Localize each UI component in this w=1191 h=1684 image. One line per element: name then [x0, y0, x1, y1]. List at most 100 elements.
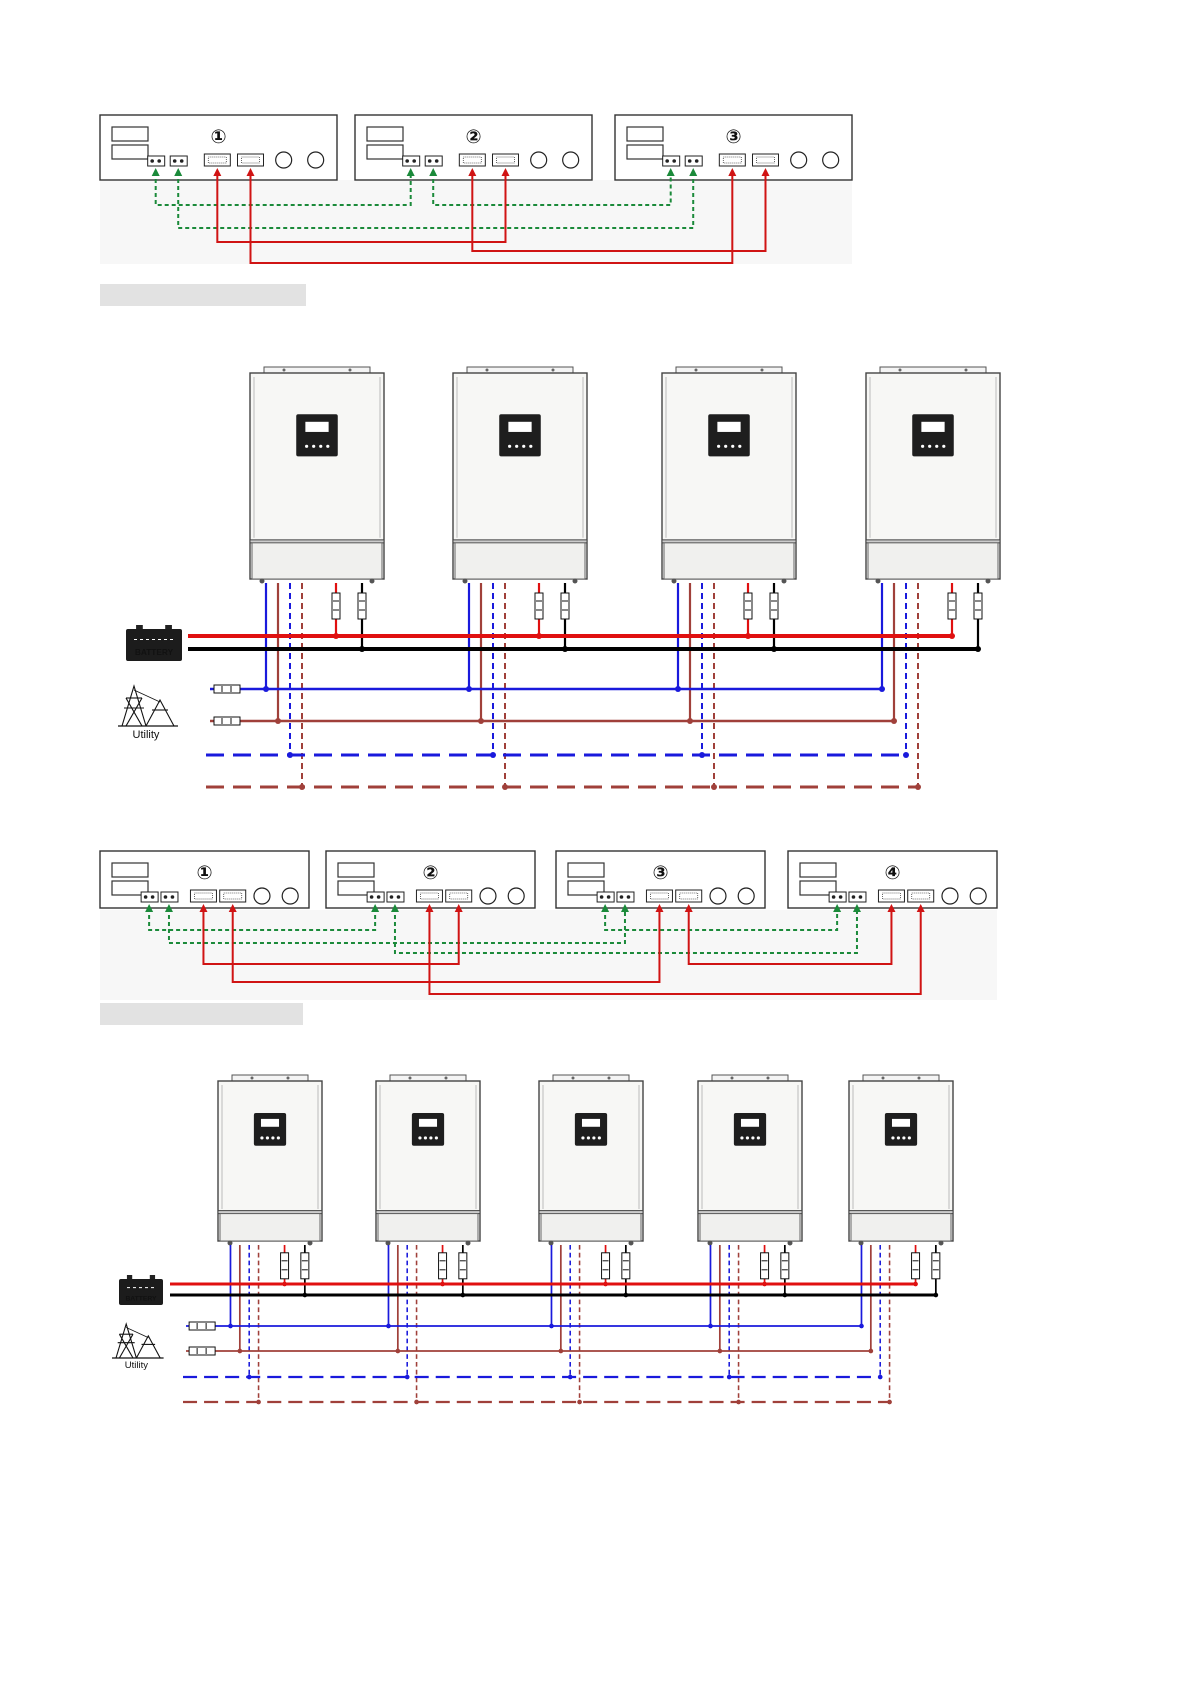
- utility-tower-icon: Utility: [112, 1324, 164, 1371]
- junction-dot: [767, 1077, 770, 1080]
- utility-label: Utility: [133, 729, 160, 741]
- unit-number: ②: [422, 862, 438, 884]
- lcd-panel-icon: [412, 1113, 444, 1146]
- junction-dot: [305, 445, 308, 448]
- knob-icon: [480, 888, 496, 904]
- junction-dot: [608, 1077, 611, 1080]
- junction-dot: [251, 1077, 254, 1080]
- inverter-bottom: [455, 543, 585, 579]
- junction-dot: [731, 445, 734, 448]
- breaker-icon: [189, 1322, 215, 1330]
- inverter-top-lip: [880, 367, 986, 373]
- breaker-body: [912, 1253, 920, 1279]
- junction-dot: [405, 159, 409, 163]
- junction-dot: [435, 159, 439, 163]
- breaker-body: [358, 593, 366, 619]
- junction-dot: [751, 1136, 754, 1139]
- knob-icon: [282, 888, 298, 904]
- junction-dot: [738, 445, 741, 448]
- lcd-screen: [921, 422, 944, 432]
- junction-dot: [757, 1136, 760, 1139]
- comm-unit-panel-2: ②: [326, 851, 535, 908]
- comm-unit-panel-2: ②: [355, 115, 592, 180]
- junction-dot: [515, 445, 518, 448]
- inverter-top-lip: [264, 367, 370, 373]
- junction-dot: [577, 1400, 582, 1405]
- lcd-screen: [892, 1119, 910, 1127]
- breaker-body: [459, 1253, 467, 1279]
- breaker-body: [281, 1253, 289, 1279]
- junction-dot: [173, 159, 177, 163]
- battery-label: BATTERY: [135, 647, 174, 657]
- knob-icon: [970, 888, 986, 904]
- breaker-icon: [781, 1253, 789, 1279]
- junction-dot: [782, 579, 787, 584]
- junction-dot: [428, 159, 432, 163]
- junction-dot: [171, 895, 175, 899]
- display-slot: [568, 863, 604, 877]
- display-slot: [627, 145, 663, 159]
- junction-dot: [708, 1241, 713, 1246]
- junction-dot: [600, 895, 604, 899]
- comm-port: [148, 156, 165, 166]
- knob-icon: [823, 152, 839, 168]
- junction-dot: [377, 895, 381, 899]
- inverter-bottom: [378, 1214, 478, 1241]
- junction-dot: [852, 895, 856, 899]
- junction-dot: [695, 369, 698, 372]
- junction-dot: [746, 1136, 749, 1139]
- comm-port: [685, 156, 702, 166]
- comm-unit-panel-3: ③: [615, 115, 852, 180]
- junction-dot: [418, 1136, 421, 1139]
- inverter-top-lip: [676, 367, 782, 373]
- breaker-icon: [189, 1347, 215, 1355]
- junction-dot: [308, 1241, 313, 1246]
- lcd-panel-icon: [575, 1113, 607, 1146]
- inverter-top-lip: [390, 1075, 466, 1081]
- breaker-icon: [744, 593, 752, 619]
- battery-terminal: [127, 1275, 132, 1279]
- junction-dot: [412, 159, 416, 163]
- breaker-body: [622, 1253, 630, 1279]
- display-slot: [112, 863, 148, 877]
- junction-dot: [731, 1077, 734, 1080]
- wiring-diagram-4: BATTERY Utility: [118, 367, 1000, 790]
- breaker-icon: [974, 593, 982, 619]
- lcd-panel-icon: [254, 1113, 286, 1146]
- tower-leg: [136, 1336, 160, 1358]
- junction-dot: [587, 1136, 590, 1139]
- breaker-icon: [948, 593, 956, 619]
- junction-dot: [899, 369, 902, 372]
- junction-dot: [150, 159, 154, 163]
- lcd-panel-icon: [708, 414, 750, 456]
- diagram-backdrop: [100, 910, 997, 1000]
- junction-dot: [287, 1077, 290, 1080]
- inverter-unit-3: [662, 367, 796, 584]
- breaker-body: [781, 1253, 789, 1279]
- breaker-icon: [932, 1253, 940, 1279]
- inverter-unit-4: [866, 367, 1000, 584]
- junction-dot: [711, 784, 717, 790]
- junction-dot: [903, 752, 909, 758]
- knob-icon: [531, 152, 547, 168]
- junction-dot: [832, 895, 836, 899]
- junction-dot: [508, 445, 511, 448]
- junction-dot: [891, 1136, 894, 1139]
- breaker-icon: [332, 593, 340, 619]
- inverter-unit-4: [698, 1075, 802, 1246]
- junction-dot: [965, 369, 968, 372]
- breaker-icon: [622, 1253, 630, 1279]
- junction-dot: [897, 1136, 900, 1139]
- junction-dot: [918, 1077, 921, 1080]
- breaker-icon: [214, 685, 240, 693]
- inverter-unit-2: [453, 367, 587, 584]
- junction-dot: [592, 1136, 595, 1139]
- junction-dot: [939, 1241, 944, 1246]
- breaker-body: [744, 593, 752, 619]
- lcd-screen: [741, 1119, 759, 1127]
- junction-dot: [724, 445, 727, 448]
- lcd-screen: [717, 422, 740, 432]
- comm-unit-panel-3: ③: [556, 851, 765, 908]
- lcd-panel-icon: [296, 414, 338, 456]
